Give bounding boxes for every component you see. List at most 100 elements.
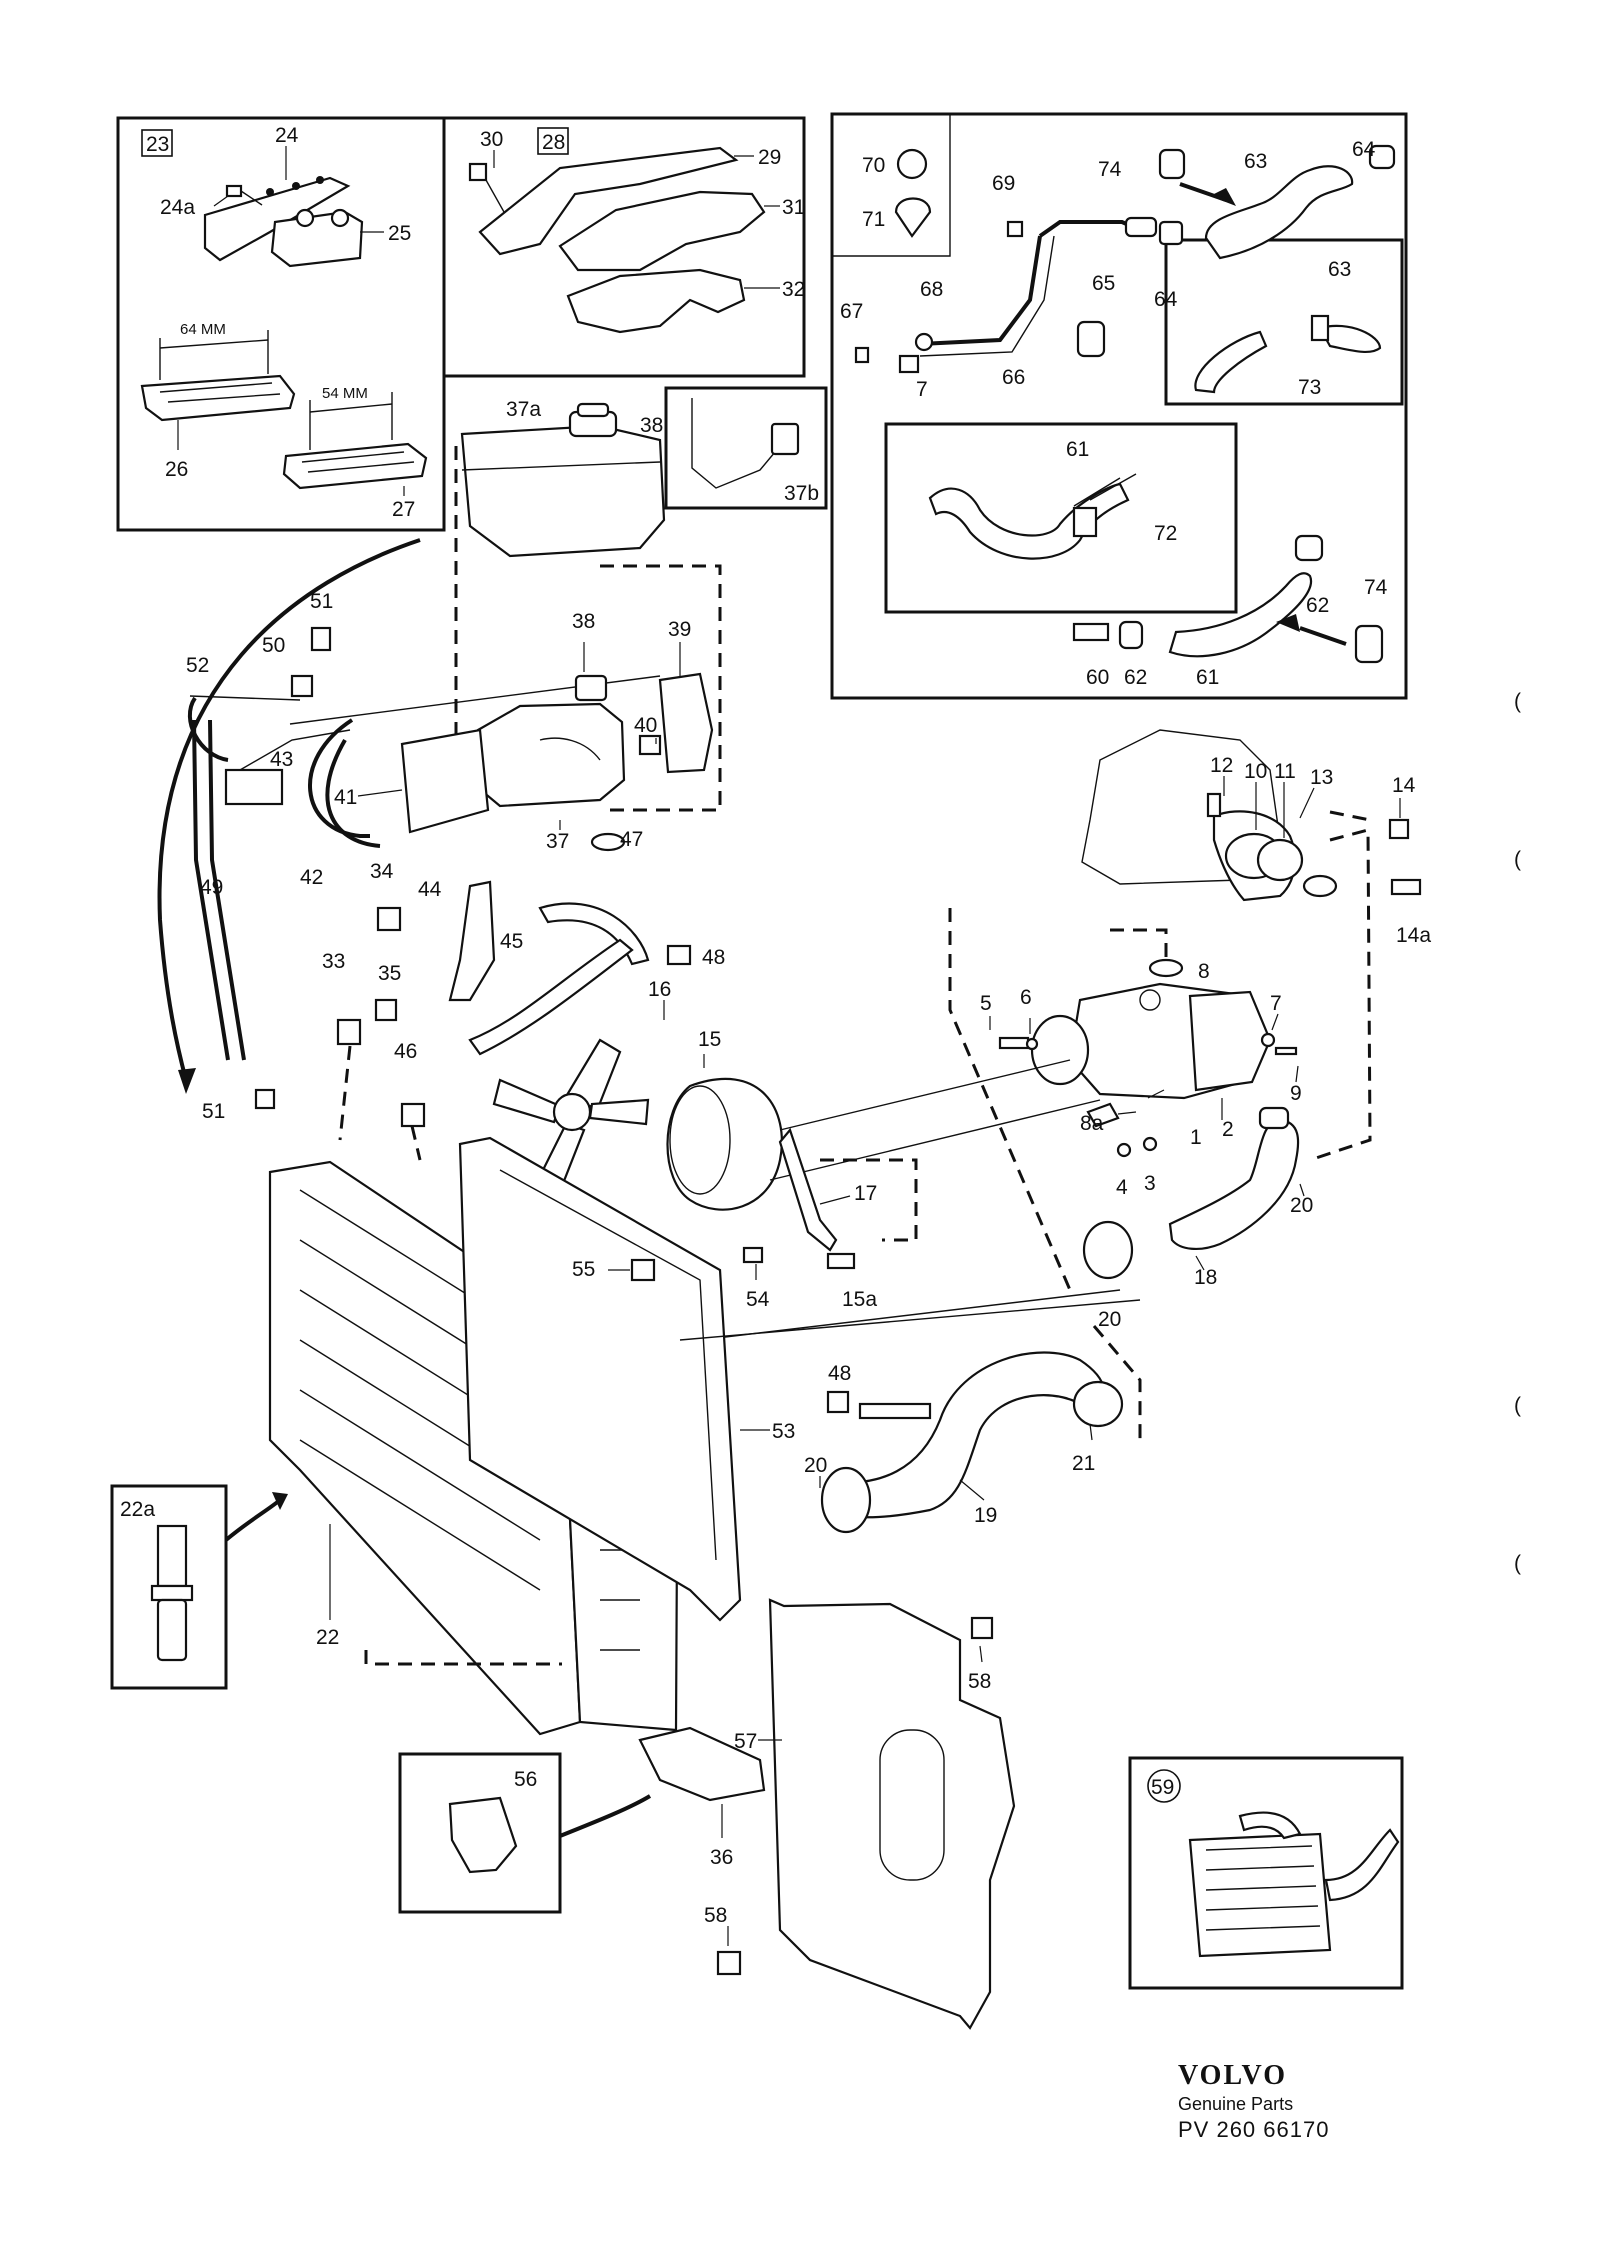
clamp-part-20 <box>1082 1220 1134 1280</box>
reservoir-part-37 <box>400 702 626 834</box>
label-20-right: 20 <box>1290 1194 1313 1217</box>
overflow-hose-49 <box>192 719 230 1061</box>
clamp-part-64 <box>1158 220 1184 246</box>
label-8a: 8a <box>1080 1112 1104 1135</box>
bracket-part-43 <box>224 729 351 806</box>
label-22a: 22a <box>120 1498 155 1521</box>
label-5: 5 <box>980 992 992 1015</box>
label-73: 73 <box>1298 376 1321 399</box>
hose-part-44 <box>448 880 496 1002</box>
washer-part-68 <box>914 332 934 352</box>
label-15a: 15a <box>842 1288 877 1311</box>
label-11: 11 <box>1274 760 1296 783</box>
clamp-part-62 <box>1118 620 1144 650</box>
label-17: 17 <box>854 1182 877 1205</box>
clip-part-26 <box>140 374 296 422</box>
label-27: 27 <box>392 498 415 521</box>
plug-part-70 <box>896 148 928 180</box>
label-67: 67 <box>840 300 863 323</box>
label-42: 42 <box>300 866 323 889</box>
label-36: 36 <box>710 1846 733 1869</box>
label-58-top: 58 <box>968 1670 991 1693</box>
clip-part-31 <box>558 190 766 272</box>
pin-part-9 <box>1274 1046 1298 1056</box>
label-68: 68 <box>920 278 943 301</box>
label-57: 57 <box>734 1730 757 1753</box>
label-14: 14 <box>1392 774 1416 797</box>
label-62: 62 <box>1124 666 1147 689</box>
label-37: 37 <box>546 830 569 853</box>
dim-64mm: 64 MM <box>180 321 226 338</box>
label-63-top: 63 <box>1244 150 1267 173</box>
bolt-part-15a <box>826 1252 856 1270</box>
margin-mark-4: ( <box>1514 1552 1521 1575</box>
hose-part-19 <box>828 1351 1124 1519</box>
label-14a: 14a <box>1396 924 1431 947</box>
bolt-part-58-top <box>970 1616 994 1640</box>
inset-box-37b: 37b <box>664 386 828 510</box>
nut-part-7-top <box>898 354 920 374</box>
diagram-code: PV 260 66170 <box>1178 2117 1330 2142</box>
label-35: 35 <box>378 962 401 985</box>
label-38: 38 <box>572 610 595 633</box>
label-15: 15 <box>698 1028 721 1051</box>
label-37a: 37a <box>506 398 541 421</box>
label-1: 1 <box>1190 1126 1202 1149</box>
bolt-part-69 <box>1006 220 1024 238</box>
label-34: 34 <box>370 860 394 883</box>
volvo-logo: VOLVO <box>1178 2060 1287 2091</box>
stud-part-14a <box>1390 878 1422 896</box>
label-61-sub: 61 <box>1066 438 1089 461</box>
label-3: 3 <box>1144 1172 1156 1195</box>
bracket-part-39 <box>658 672 714 774</box>
washer-part-3 <box>1142 1136 1158 1152</box>
sensor-part-35 <box>374 998 398 1022</box>
label-40: 40 <box>634 714 657 737</box>
clamp-part-20-low <box>820 1466 872 1534</box>
label-38-cap: 38 <box>640 414 663 437</box>
dim-54mm: 54 MM <box>322 385 368 402</box>
water-pump-part-1 <box>1030 982 1272 1100</box>
label-2: 2 <box>1222 1118 1234 1141</box>
label-71: 71 <box>862 208 885 231</box>
fan-shroud-part-53 <box>458 1136 742 1622</box>
sensor-part-34 <box>376 906 402 932</box>
label-8: 8 <box>1198 960 1210 983</box>
clamp-part-62-top <box>1294 534 1324 562</box>
clip-part-50 <box>290 674 314 698</box>
box-label-23: 23 <box>146 133 169 156</box>
label-6: 6 <box>1020 986 1032 1009</box>
hose-part-45 <box>538 902 650 966</box>
label-62-top: 62 <box>1306 594 1329 617</box>
washer-part-6 <box>1025 1037 1039 1051</box>
clip-part-74-low <box>1354 624 1384 664</box>
label-4: 4 <box>1116 1176 1128 1199</box>
label-51-top: 51 <box>310 590 333 613</box>
inset-box-59: 59 <box>1128 1756 1404 1990</box>
label-74: 74 <box>1364 576 1388 599</box>
label-22: 22 <box>316 1626 339 1649</box>
label-13: 13 <box>1310 766 1333 789</box>
label-20: 20 <box>1098 1308 1121 1331</box>
bracket-part-36 <box>638 1726 766 1802</box>
expansion-tank-37a: 37a 38 <box>460 398 666 558</box>
grommet-part-38 <box>574 674 608 702</box>
clip-part-51 <box>254 1088 276 1110</box>
fitting-part-60 <box>1072 622 1110 642</box>
washer-part-4 <box>1116 1142 1132 1158</box>
clip-part-25 <box>270 208 364 268</box>
label-48: 48 <box>702 946 725 969</box>
label-53: 53 <box>772 1420 795 1443</box>
label-69: 69 <box>992 172 1015 195</box>
clip-part-32 <box>566 268 746 334</box>
clip-part-56 <box>448 1796 518 1874</box>
label-21: 21 <box>1072 1452 1095 1475</box>
label-30: 30 <box>480 128 503 151</box>
inset-box-56: 56 <box>398 1752 562 1914</box>
drain-plug-part-22a <box>156 1524 188 1588</box>
label-41: 41 <box>334 786 357 809</box>
label-33: 33 <box>322 950 345 973</box>
label-70: 70 <box>862 154 885 177</box>
label-49: 49 <box>200 876 223 899</box>
